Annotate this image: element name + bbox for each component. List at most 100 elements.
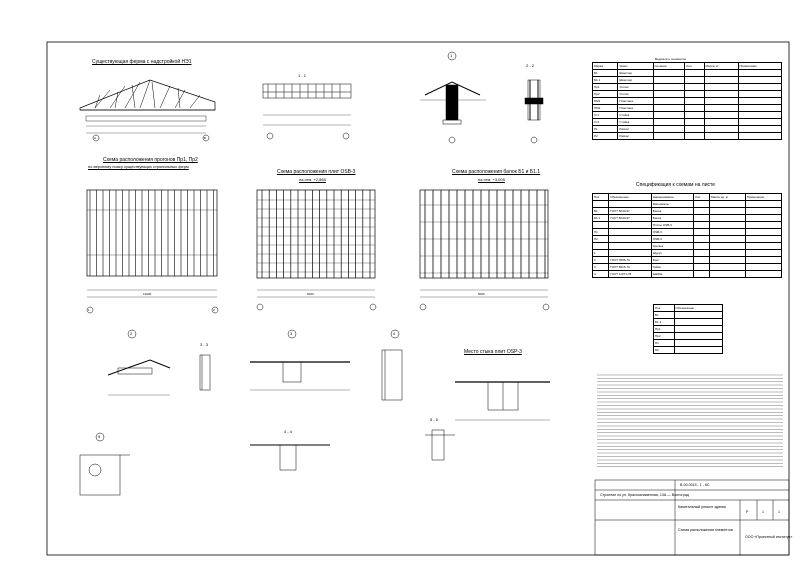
node-1-title: 1 — [450, 53, 453, 58]
beams-plan — [419, 189, 550, 311]
spec-table-header-cell: Кол. — [693, 193, 710, 201]
doc-sheet-title: Схема расположения элементов — [678, 528, 733, 532]
doc-stage: Р — [746, 510, 749, 514]
table-cell — [708, 214, 746, 222]
dim-6000: 6000 — [307, 292, 314, 296]
table-cell — [703, 83, 739, 91]
table-cell — [591, 221, 610, 229]
small-table-header-cell: Поз. — [653, 304, 675, 312]
table-cell — [652, 97, 686, 105]
node-3-title: 3 — [290, 331, 293, 336]
table-cell: Раскос — [617, 125, 654, 133]
table-cell — [744, 228, 783, 236]
doc-sheet: 1 — [762, 510, 764, 514]
table-cell: П1 — [591, 228, 610, 236]
table-cell — [737, 90, 783, 98]
table-cell — [693, 242, 710, 250]
table-cell — [673, 346, 724, 354]
table-cell — [737, 111, 783, 119]
truss-drawing — [79, 79, 216, 142]
section-1-1-title: 1 - 1 — [298, 73, 307, 78]
table-cell — [652, 125, 686, 133]
table-cell: Шуруп — [650, 249, 695, 257]
small-table-header-row: Поз.Обозначение — [653, 304, 724, 312]
table-cell — [652, 69, 686, 77]
table-row: Плиты OSB-3 — [591, 221, 783, 229]
table-cell — [591, 242, 610, 250]
doc-work: Капитальный ремонт здания — [678, 505, 726, 509]
node-2-title: 2 — [130, 331, 133, 336]
spec-table-title: Спецификация к схемам на листе — [636, 182, 715, 188]
table-cell: Ст2 — [591, 118, 619, 126]
detail-node-2 — [107, 329, 171, 396]
table-cell — [652, 104, 686, 112]
table-cell: OSB-3 — [650, 235, 695, 243]
table-cell — [744, 256, 783, 264]
table-cell — [684, 111, 705, 119]
table-cell: ГОСТ 7805-70 — [608, 256, 652, 264]
table-cell — [684, 97, 705, 105]
node-5-title: 5 — [98, 434, 101, 439]
elements-table-header-cell: Кол. — [684, 62, 705, 70]
table-cell — [684, 76, 705, 84]
table-cell — [608, 221, 652, 229]
title-block-frame — [594, 479, 790, 556]
table-cell: ГОСТ 8240-97 — [608, 207, 652, 215]
table-cell — [744, 207, 783, 215]
table-cell: Стойка — [617, 118, 654, 126]
purlins-plan — [86, 189, 219, 314]
doc-code: В-00.0015 - 1 - КС — [680, 483, 710, 487]
detail-node-3 — [250, 329, 350, 391]
detail-joint — [455, 381, 550, 421]
table-cell: Раскос — [617, 132, 654, 140]
table-cell: Уголок — [617, 90, 654, 98]
table-cell: Б1.1 — [653, 318, 675, 326]
table-cell: ПМ1 — [591, 97, 619, 105]
spec-table-header-cell: Обозначение — [608, 193, 652, 201]
table-cell — [693, 256, 710, 264]
table-cell — [693, 235, 710, 243]
detail-node-5 — [79, 432, 130, 496]
table-cell: Ст1 — [591, 111, 619, 119]
table-cell — [693, 270, 710, 278]
doc-sheets: 1 — [778, 510, 780, 514]
table-cell: Б1.1 — [591, 214, 610, 222]
detail-section-4-4 — [250, 444, 330, 471]
table-cell — [684, 83, 705, 91]
table-cell — [737, 83, 783, 91]
elements-table-header-cell: Сечение — [652, 62, 686, 70]
table-cell: Б1.1 — [591, 76, 619, 84]
joint-title: Место стыка плит OSP-3 — [464, 349, 522, 355]
table-cell — [608, 228, 652, 236]
truss-title: Существующая ферма с надстройкой НЭ1 — [92, 59, 192, 65]
table-cell — [708, 235, 746, 243]
table-cell: Стойка — [617, 111, 654, 119]
table-cell — [693, 207, 710, 215]
osb-plan — [256, 189, 377, 311]
table-cell: 4 — [591, 270, 610, 278]
axis-label-a: А — [94, 136, 97, 140]
table-cell: Пр2 — [591, 90, 619, 98]
section-4-4-title: 4 - 4 — [284, 429, 293, 434]
table-cell — [708, 207, 746, 215]
table-cell: Р2 — [591, 132, 619, 140]
section-2-2-drawing — [524, 79, 544, 144]
table-cell — [744, 263, 783, 271]
table-row: Материалы — [591, 200, 783, 208]
table-cell: Шайба — [650, 270, 695, 278]
table-cell — [652, 76, 686, 84]
table-cell — [703, 111, 739, 119]
table-cell — [737, 118, 783, 126]
table-cell: Швеллер — [617, 76, 654, 84]
table-cell — [703, 76, 739, 84]
